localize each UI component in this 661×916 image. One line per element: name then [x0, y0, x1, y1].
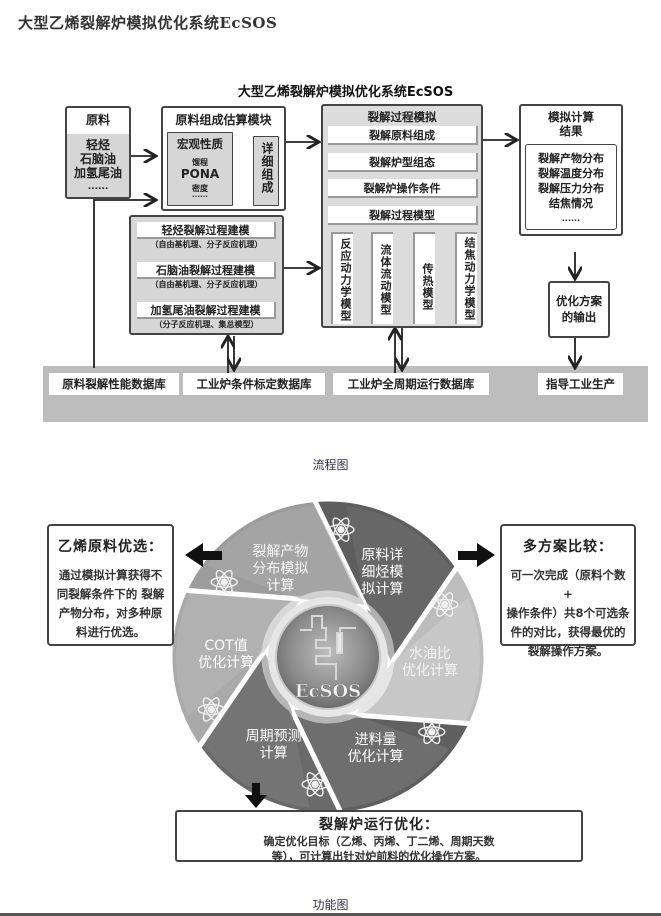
atom-icon [431, 592, 459, 617]
arrow-db-to-composition [93, 200, 156, 368]
segment-label: 裂解产物分布模拟计算 [252, 544, 308, 594]
modeling-box: 轻烃裂解过程建模 （自由基机理、分子反应机理） 石脑油裂解过程建模 （自由基机理… [129, 215, 284, 335]
flowchart: 大型乙烯裂解炉模拟优化系统EcSOS 原料 轻烃 石脑油 [43, 78, 648, 423]
segment-label: 周期预测计算 [246, 728, 302, 761]
feedstock-box: 原料 轻烃 石脑油 加氢尾油 ...... [65, 106, 131, 199]
process-sim-model: 流体流动模型 [371, 232, 393, 324]
macro-item: 密度 [192, 184, 208, 193]
process-sim-row: 裂解炉型组态 [328, 153, 478, 172]
center-label: EcSOS [295, 681, 361, 702]
text-line: 同裂解条件下的 裂解 [56, 587, 165, 601]
arrow-right-icon [458, 543, 495, 567]
modeling-item-note: （自由基机理、分子反应机理） [150, 240, 263, 249]
process-sim-box: 裂解过程模拟 裂解原料组成 裂解炉型组态 裂解炉操作条件 裂解过程模型 反应动力… [321, 104, 483, 328]
furnace-icon [300, 615, 356, 680]
page-title: 大型乙烯裂解炉模拟优化系统EcSOS [18, 14, 278, 32]
wheel-segment-band [346, 506, 453, 663]
multi-scheme-compare-title: 多方案比较： [523, 539, 613, 555]
feedstock-item: 石脑油 [79, 152, 116, 166]
process-sim-row: 裂解原料组成 [328, 126, 478, 145]
database-feedstock-cracking: 原料裂解性能数据库 [49, 373, 179, 395]
macro-properties-title: 宏观性质 [177, 137, 223, 151]
database-furnace-lifecycle: 工业炉全周期运行数据库 [333, 373, 489, 395]
text-line: 料进行优选。 [76, 625, 145, 639]
text-line: 裂解操作方案。 [527, 644, 609, 658]
atom-icon [301, 772, 329, 797]
atom-icon [327, 517, 355, 542]
wheel-segment-band [291, 709, 450, 809]
results-item: 裂解温度分布 [538, 167, 604, 180]
results-item: ...... [561, 214, 581, 223]
composition-module-title: 原料组成估算模块 [175, 113, 272, 127]
feedstock-item: 轻烃 [85, 138, 110, 152]
arrow-down-icon [245, 783, 267, 808]
atom-icon [418, 719, 446, 745]
multi-scheme-compare-text: 可一次完成（原料个数+ 操作条件）共8个可选条 件的对比，获得最优的 裂解操作方… [502, 566, 634, 661]
process-sim-row: 裂解过程模型 [328, 206, 478, 225]
feedstock-item: ...... [87, 182, 109, 192]
wheel-segment-band [176, 592, 301, 717]
results-item: 裂解产物分布 [538, 152, 604, 165]
text-line: 产物分布，对多种原 [58, 606, 163, 620]
bottom-divider [0, 913, 661, 916]
feedstock-item: 加氢尾油 [73, 166, 122, 180]
function-diagram-caption: 功能图 [312, 898, 349, 912]
results-list: 裂解产物分布 裂解温度分布 裂解压力分布 结焦情况 ...... [525, 144, 617, 230]
process-sim-model: 传热模型 [413, 232, 435, 324]
process-sim-title: 裂解过程模拟 [367, 110, 437, 124]
feedstock-optimization-text: 通过模拟计算获得不 同裂解条件下的 裂解 产物分布，对多种原 料进行优选。 [49, 566, 172, 642]
feedstock-title: 原料 [85, 113, 110, 127]
optimization-output-label: 优化方案的输出 [556, 294, 602, 324]
results-item: 结焦情况 [549, 197, 593, 210]
results-box: 模拟计算结果 裂解产物分布 裂解温度分布 裂解压力分布 结焦情况 ...... [519, 104, 623, 236]
flowchart-caption: 流程图 [312, 458, 349, 472]
segment-label: 水油比优化计算 [402, 646, 458, 679]
wheel-segment-band [355, 597, 480, 722]
atom-icon [210, 569, 238, 595]
furnace-operation-optimization-title: 裂解炉运行优化： [319, 817, 439, 833]
segment-label: 进料量优化计算 [348, 732, 404, 765]
database-furnace-calibration: 工业炉条件标定数据库 [183, 373, 325, 395]
modeling-item-note: （分子反应机理、集总模型） [154, 320, 259, 329]
results-item: 裂解压力分布 [538, 182, 604, 195]
modeling-item-title: 石脑油裂解过程建模 [137, 262, 276, 279]
text-line: 等），可计算出针对炉前料的优化操作方案。 [271, 850, 487, 863]
feedstock-list: 轻烃 石脑油 加氢尾油 ...... [67, 134, 129, 197]
flowchart-connectors [93, 78, 648, 373]
wheel-segment-band [203, 651, 310, 808]
text-line: 通过模拟计算获得不 [58, 568, 163, 582]
macro-item: PONA [180, 167, 220, 181]
modeling-item-note: （自由基机理、分子反应机理） [150, 280, 263, 289]
feedstock-optimization-title: 乙烯原料优选： [58, 539, 163, 555]
guide-production-label: 指导工业生产 [538, 373, 623, 395]
process-sim-row: 裂解炉操作条件 [328, 179, 478, 198]
wheel-segment-band [206, 505, 365, 605]
flowchart-title: 大型乙烯裂解炉模拟优化系统EcSOS [237, 85, 454, 100]
modeling-item-title: 加氢尾油裂解过程建模 [137, 302, 276, 319]
detail-composition-box: 详细组成 [253, 136, 279, 206]
atom-icon [197, 697, 225, 722]
process-sim-model: 反应动力学模型 [331, 232, 353, 324]
composition-module-box: 原料组成估算模块 宏观性质 馏程 PONA 密度 ...... 详细组成 [161, 106, 286, 211]
optimization-output-box: 优化方案的输出 [548, 281, 610, 338]
segment-label: 原料详细烃模拟计算 [361, 548, 403, 598]
detail-composition-label: 详细组成 [260, 142, 274, 194]
modeling-item-title: 轻烃裂解过程建模 [137, 222, 276, 239]
text-line: 可一次完成（原料个数+ [510, 568, 626, 601]
macro-properties-box: 宏观性质 馏程 PONA 密度 ...... [167, 132, 233, 206]
furnace-operation-optimization-box: 裂解炉运行优化： 确定优化目标（乙烯、丙烯、丁二烯、周期天数 等），可计算出针对… [175, 810, 583, 863]
multi-scheme-compare-box: 多方案比较： 可一次完成（原料个数+ 操作条件）共8个可选条 件的对比，获得最优… [500, 524, 636, 658]
text-line: 确定优化目标（乙烯、丙烯、丁二烯、周期天数 [263, 835, 495, 848]
text-line: 件的对比，获得最优的 [510, 625, 626, 639]
segment-label: COT值优化计算 [198, 638, 254, 671]
feedstock-optimization-box: 乙烯原料优选： 通过模拟计算获得不 同裂解条件下的 裂解 产物分布，对多种原 料… [47, 524, 174, 646]
arrow-left-icon [185, 543, 222, 567]
macro-item: ...... [192, 191, 208, 199]
macro-item: 馏程 [192, 158, 208, 167]
process-sim-model: 结焦动力学模型 [455, 232, 477, 324]
text-line: 操作条件）共8个可选条 [506, 606, 630, 620]
results-title: 模拟计算结果 [548, 110, 594, 138]
